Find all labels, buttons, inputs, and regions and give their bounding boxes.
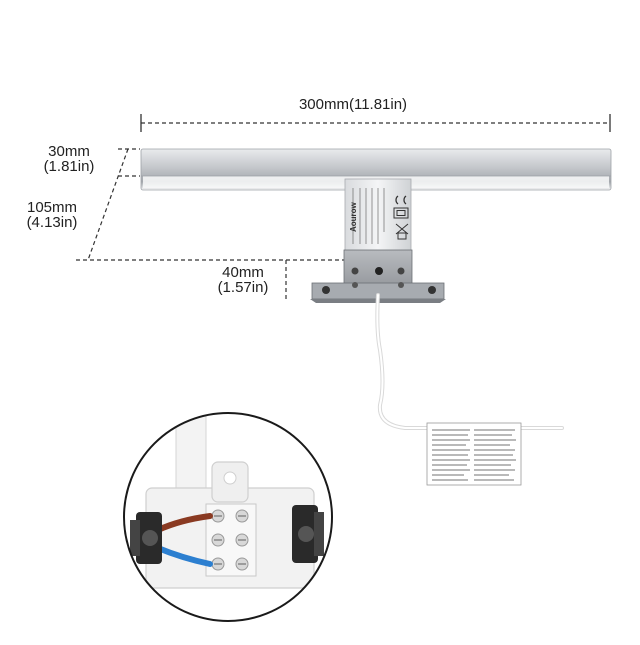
ce-mark-icon (395, 195, 407, 205)
class-ii-icon (393, 207, 409, 219)
thickness-metric: 30mm (48, 143, 90, 160)
left-cable-grommet (130, 512, 162, 564)
right-cable-grommet (292, 505, 324, 563)
height-dimension-lines (76, 148, 345, 299)
width-imperial: (11.81in) (348, 96, 408, 113)
width-dimension-line (140, 114, 611, 132)
height-metric: 105mm (26, 199, 78, 216)
terminal-block-closeup (123, 412, 333, 622)
arm-depth-metric: 40mm (222, 264, 264, 281)
width-metric-imperial: 300mm(11.81in) (268, 97, 438, 112)
mounting-bracket (310, 249, 446, 303)
cable-warning-tag (426, 422, 522, 486)
height-imperial: (4.13in) (26, 214, 78, 231)
driver-box: Aourow (344, 178, 412, 252)
blue-wire (155, 545, 213, 567)
width-dimension-label: 300mm(11.81in) (268, 97, 438, 112)
brand-label: Aourow (349, 201, 358, 232)
arm-depth-imperial: (1.57in) (217, 279, 269, 296)
arm-depth-dimension-label: 40mm (1.57in) (210, 265, 276, 295)
thickness-dimension-label: 30mm (1.81in) (30, 144, 108, 174)
width-metric: 300mm (298, 96, 349, 113)
weee-bin-icon (395, 223, 409, 240)
thickness-imperial: (1.81in) (43, 158, 95, 175)
height-dimension-label: 105mm (4.13in) (14, 200, 90, 230)
power-cable (375, 293, 564, 430)
terminal-block (205, 503, 257, 577)
